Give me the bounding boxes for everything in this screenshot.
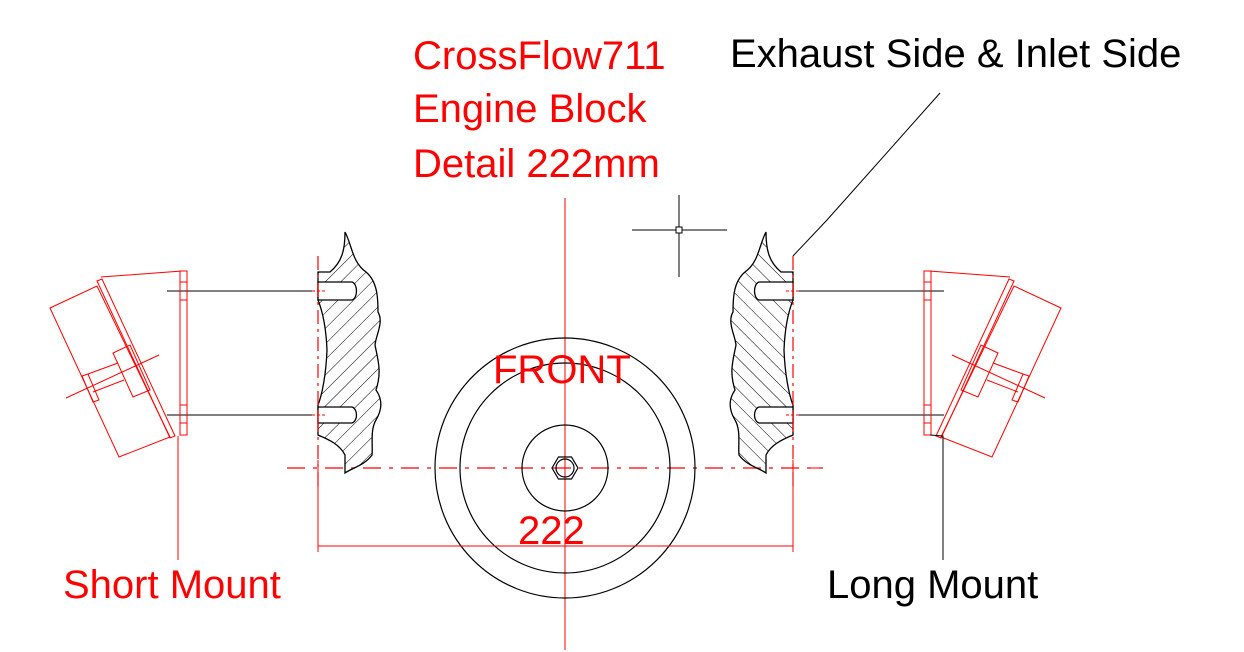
left-side-assembly <box>49 231 382 560</box>
right-side-assembly <box>729 231 1062 560</box>
title-line-1: CrossFlow711 <box>413 34 666 78</box>
engine-block-section-right <box>729 231 794 475</box>
short-mount-label: Short Mount <box>63 563 281 607</box>
long-mount-leader <box>929 434 944 560</box>
crank-pulley <box>434 337 696 599</box>
long-mount-label: Long Mount <box>827 563 1039 607</box>
front-label: FRONT <box>493 348 631 392</box>
long-mount-bracket <box>923 270 1062 458</box>
engine-block-section-left <box>317 231 382 475</box>
leader-line <box>792 92 941 257</box>
title-line-2: Engine Block <box>413 87 647 131</box>
dimension-label: 222 <box>518 509 585 553</box>
title-line-3: Detail 222mm <box>413 142 660 186</box>
exhaust-inlet-label: Exhaust Side & Inlet Side <box>730 32 1182 76</box>
crosshair-cursor <box>632 195 727 277</box>
short-mount-bracket <box>49 270 188 560</box>
bolt-center-marks <box>287 286 326 476</box>
